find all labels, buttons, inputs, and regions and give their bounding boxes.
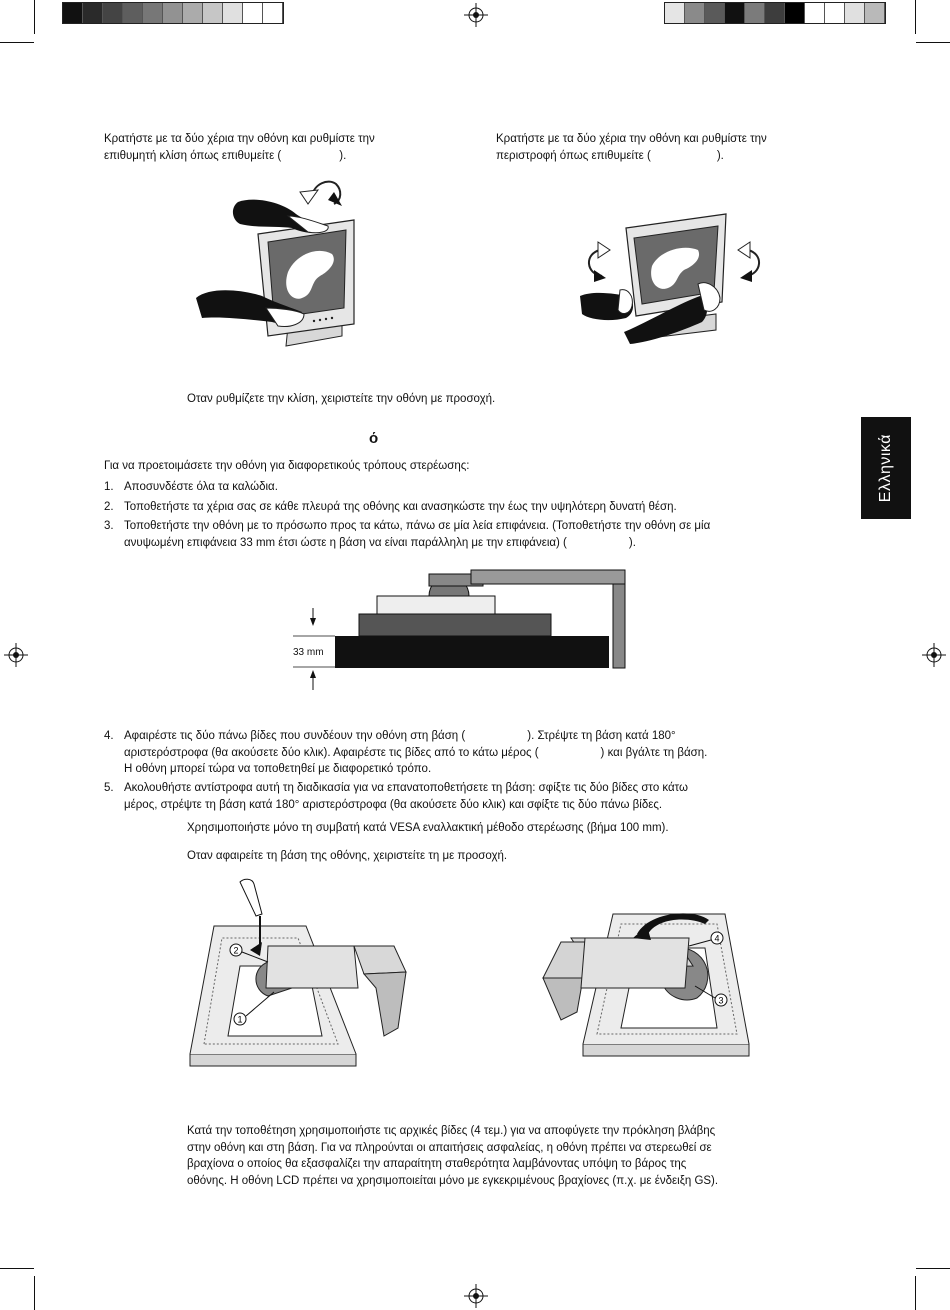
step-text: Αποσυνδέστε όλα τα καλώδια. xyxy=(124,481,278,493)
step-text: Η οθόνη μπορεί τώρα να τοποθετηθεί με δι… xyxy=(124,763,432,775)
color-swatch xyxy=(243,3,263,23)
swivel-line-2: περιστροφή όπως επιθυμείτε ( xyxy=(496,149,651,162)
color-swatch xyxy=(745,3,765,23)
vesa-note: Χρησιμοποιήστε μόνο τη συμβατή κατά VESA… xyxy=(187,822,669,834)
mounting-safety-paragraph: Κατά την τοποθέτηση χρησιμοποιήστε τις α… xyxy=(187,1123,718,1189)
base-rotation-illustration: 4 3 xyxy=(542,913,750,1057)
color-swatch xyxy=(83,3,103,23)
mounting-intro: Για να προετοιμάσετε την οθόνη για διαφο… xyxy=(104,460,470,472)
color-swatch xyxy=(865,3,885,23)
step-text: ) και βγάλτε τη βάση. xyxy=(600,746,708,759)
step-number: 1. xyxy=(104,481,114,493)
color-swatch xyxy=(685,3,705,23)
color-swatch xyxy=(705,3,725,23)
color-swatch xyxy=(845,3,865,23)
step-text: ). xyxy=(628,536,636,549)
swivel-line-2-end: ). xyxy=(716,149,724,162)
registration-mark-icon xyxy=(464,1284,488,1308)
color-swatch xyxy=(103,3,123,23)
step-text: μέρος, στρέψτε τη βάση κατά 180° αριστερ… xyxy=(124,798,663,811)
step-text: Τοποθετήστε την οθόνη με το πρόσωπο προς… xyxy=(124,520,711,532)
screw-removal-illustration: 2 1 xyxy=(189,878,407,1067)
swivel-line-1: Κρατήστε με τα δύο χέρια την οθόνη και ρ… xyxy=(496,133,767,145)
paragraph-line: οθόνης. Η οθόνη LCD πρέπει να χρησιμοποι… xyxy=(187,1174,719,1187)
registration-mark-icon xyxy=(464,3,488,27)
color-swatch xyxy=(163,3,183,23)
color-swatch xyxy=(263,3,283,23)
registration-mark-icon xyxy=(4,643,28,667)
crop-mark xyxy=(916,42,950,43)
step-number: 5. xyxy=(104,782,114,794)
crop-mark xyxy=(915,0,916,34)
step-text: ανυψωμένη επιφάνεια 33 mm έτσι ώστε η βά… xyxy=(124,536,567,549)
step-number: 4. xyxy=(104,730,114,742)
tilt-line-1: Κρατήστε με τα δύο χέρια την οθόνη και ρ… xyxy=(104,133,375,145)
color-bar-right xyxy=(664,2,886,24)
crop-mark xyxy=(916,1268,950,1269)
step-text: αριστερόστροφα (θα ακούσετε δύο κλικ). Α… xyxy=(124,746,539,759)
step-number: 3. xyxy=(104,520,114,532)
color-swatch xyxy=(825,3,845,23)
callout-1: 1 xyxy=(237,1015,242,1025)
color-swatch xyxy=(223,3,243,23)
tilt-line-2: επιθυμητή κλίση όπως επιθυμείτε ( xyxy=(104,149,282,162)
step-number: 2. xyxy=(104,501,114,513)
callout-2: 2 xyxy=(233,946,238,956)
step-5: 5. Ακολουθήστε αντίστροφα αυτή τη διαδικ… xyxy=(104,780,864,814)
crop-mark xyxy=(0,42,34,43)
color-swatch xyxy=(765,3,785,23)
step-text: Αφαιρέστε τις δύο πάνω βίδες που συνδέου… xyxy=(124,730,466,742)
paragraph-line: Κατά την τοποθέτηση χρησιμοποιήστε τις α… xyxy=(187,1125,716,1137)
crop-mark xyxy=(0,1268,34,1269)
crop-mark xyxy=(34,1276,35,1310)
tilt-caution: Οταν ρυθμίζετε την κλίση, χειριστείτε τη… xyxy=(187,393,496,405)
callout-3: 3 xyxy=(718,996,723,1006)
paragraph-line: στην οθόνη και στη βάση. Για να πληρούντ… xyxy=(187,1141,712,1154)
face-down-diagram xyxy=(293,569,626,690)
color-swatch xyxy=(203,3,223,23)
section-heading: ό xyxy=(369,430,379,447)
language-tab-label: Ελληνικά xyxy=(877,433,894,503)
color-bar-left xyxy=(62,2,284,24)
callout-4: 4 xyxy=(714,934,719,944)
step-text: ). Στρέψτε τη βάση κατά 180° xyxy=(527,730,676,742)
color-swatch xyxy=(805,3,825,23)
step-4: 4. Αφαιρέστε τις δύο πάνω βίδες που συνδ… xyxy=(104,728,864,780)
color-swatch xyxy=(123,3,143,23)
swivel-instructions: Κρατήστε με τα δύο χέρια την οθόνη και ρ… xyxy=(496,131,767,164)
color-swatch xyxy=(725,3,745,23)
color-swatch xyxy=(183,3,203,23)
step-text: Ακολουθήστε αντίστροφα αυτή τη διαδικασί… xyxy=(124,782,689,794)
color-swatch xyxy=(63,3,83,23)
swivel-illustration xyxy=(580,213,760,344)
color-swatch xyxy=(665,3,685,23)
crop-mark xyxy=(34,0,35,34)
height-dimension-label: 33 mm xyxy=(293,647,324,658)
tilt-line-2-end: ). xyxy=(339,149,347,162)
base-removal-caution: Οταν αφαιρείτε τη βάση της οθόνης, χειρι… xyxy=(187,850,508,862)
color-swatch xyxy=(143,3,163,23)
paragraph-line: βραχίονα ο οποίος θα εξασφαλίζει την απα… xyxy=(187,1158,687,1170)
step-text: Τοποθετήστε τα χέρια σας σε κάθε πλευρά … xyxy=(124,501,677,513)
tilt-illustration xyxy=(196,180,355,347)
step-3: 3. Τοποθετήστε την οθόνη με το πρόσωπο π… xyxy=(104,518,864,552)
color-swatch xyxy=(785,3,805,23)
language-tab: Ελληνικά xyxy=(861,417,911,519)
tilt-instructions: Κρατήστε με τα δύο χέρια την οθόνη και ρ… xyxy=(104,131,375,164)
registration-mark-icon xyxy=(922,643,946,667)
crop-mark xyxy=(915,1276,916,1310)
